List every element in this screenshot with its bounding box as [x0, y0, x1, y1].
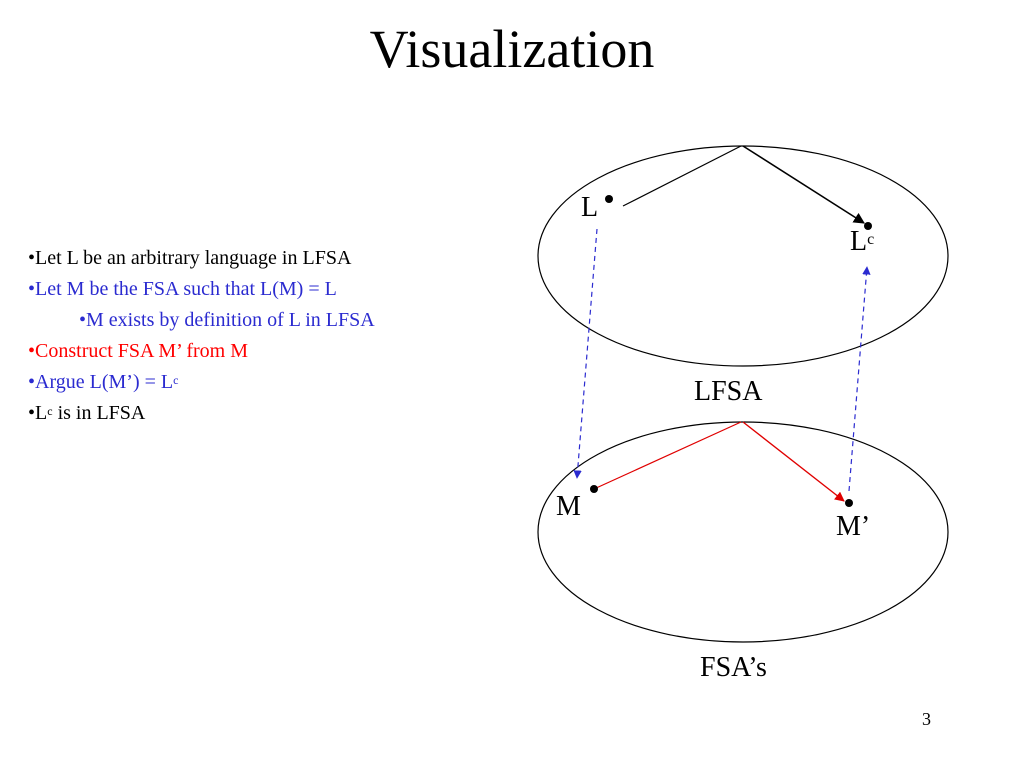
node-lc-dot — [864, 222, 872, 230]
mprime-to-lc-dashed-arrow — [848, 266, 871, 492]
lower-set-label: FSA’s — [700, 652, 767, 684]
bullet-marker: • — [28, 278, 36, 300]
node-m-dot — [590, 485, 598, 493]
node-m-text: M — [556, 491, 581, 522]
bullet-marker: • — [28, 340, 36, 362]
fsas-set-ellipse — [537, 421, 949, 643]
bullet-conclusion: •Lc is in LFSA — [28, 398, 468, 429]
node-l-text: L — [581, 192, 599, 223]
bullet-text: Let M be the FSA such that L(M) = L — [35, 278, 337, 300]
bullet-text: Let L be an arbitrary language in LFSA — [35, 247, 352, 269]
bullet-marker: • — [28, 402, 36, 424]
bullet-text-suffix: is in LFSA — [52, 402, 146, 424]
node-mprime-dot — [845, 499, 853, 507]
lfsa-set-ellipse — [537, 145, 949, 367]
node-l-label: L — [581, 192, 598, 224]
bullet-text: Argue L(M’) = L — [35, 371, 174, 393]
bullet-arbitrary-language: •Let L be an arbitrary language in LFSA — [28, 243, 468, 274]
bullet-superscript: c — [173, 373, 179, 387]
bullet-text: Construct FSA M’ from M — [35, 340, 248, 362]
bullet-construct: •Construct FSA M’ from M — [28, 336, 468, 367]
l-to-apex-line — [622, 145, 742, 207]
bullet-m-exists: •M exists by definition of L in LFSA — [28, 305, 409, 336]
node-mprime-label: M’ — [836, 511, 870, 543]
lfsa-set-text: LFSA — [694, 376, 763, 407]
complement-arrow — [742, 145, 865, 224]
upper-set-label: LFSA — [694, 376, 762, 408]
bullet-marker: • — [79, 309, 87, 331]
node-lc-superscript: c — [867, 231, 875, 248]
bullet-superscript: c — [47, 404, 53, 418]
bullet-marker: • — [28, 371, 36, 393]
m-to-apex-line — [593, 421, 742, 490]
bullet-text: M exists by definition of L in LFSA — [86, 309, 375, 331]
l-to-m-dashed-arrow — [573, 228, 598, 479]
bullet-list: •Let L be an arbitrary language in LFSA … — [28, 243, 468, 429]
bullet-marker: • — [28, 247, 36, 269]
node-m-label: M — [556, 491, 581, 523]
page-number: 3 — [922, 709, 931, 729]
bullet-let-m: •Let M be the FSA such that L(M) = L — [28, 274, 468, 305]
node-l-dot — [605, 195, 613, 203]
node-lc-label: Lc — [850, 226, 874, 258]
node-lc-text: L — [850, 226, 868, 257]
construction-arrow — [742, 421, 845, 502]
bullet-text: L — [35, 402, 48, 424]
node-mprime-text: M’ — [836, 511, 871, 542]
bullet-argue: •Argue L(M’) = Lc — [28, 367, 468, 398]
fsas-set-text: FSA’s — [700, 652, 767, 683]
slide-title: Visualization — [369, 19, 655, 79]
